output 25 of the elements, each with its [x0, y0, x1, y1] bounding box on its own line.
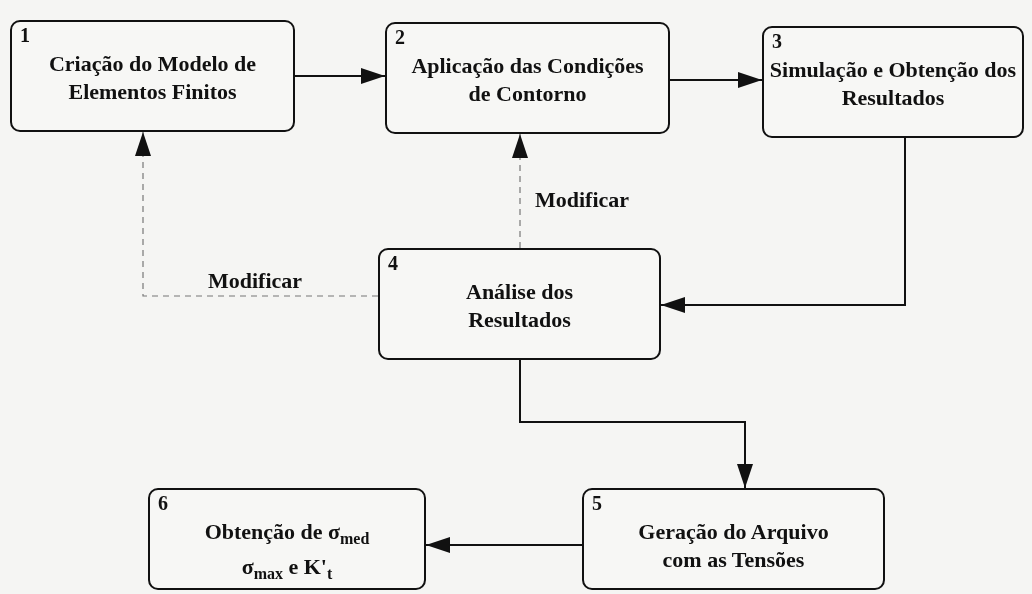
step-label: Simulação e Obtenção dos Resultados: [768, 56, 1018, 112]
step-label: Aplicação das Condições de Contorno: [410, 52, 645, 108]
step-label: Geração do Arquivo com as Tensões: [637, 518, 830, 574]
step-label: Criação do Modelo de Elementos Finitos: [47, 50, 258, 106]
dashed-arrow: [512, 133, 528, 249]
arrow: [519, 359, 753, 489]
step-number: 5: [592, 492, 602, 514]
process-box: [385, 22, 670, 134]
step-label: Obtenção de σ$_{med}$ σ$_{max}$ e K'$_{t}$: [203, 518, 371, 585]
step-number: 3: [772, 30, 782, 52]
arrow: [669, 72, 763, 88]
arrow: [660, 137, 906, 313]
dashed-arrow: [135, 131, 379, 297]
process-box: [762, 26, 1024, 138]
arrow: [425, 537, 583, 553]
step-number: 4: [388, 252, 398, 274]
step-number: 1: [20, 24, 30, 46]
step-label: Análise dos Resultados: [465, 278, 574, 334]
step-number: 6: [158, 492, 168, 514]
process-box: [148, 488, 426, 590]
process-box: [10, 20, 295, 132]
step-number: 2: [395, 26, 405, 48]
process-box: [378, 248, 661, 360]
process-box: [582, 488, 885, 590]
arrow: [294, 68, 386, 84]
